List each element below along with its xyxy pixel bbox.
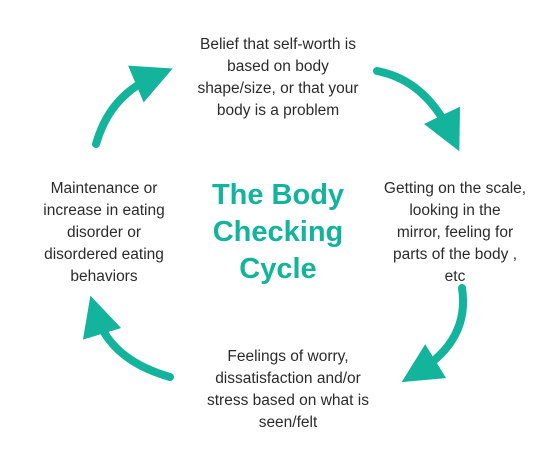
node-text-line: stress based on what is: [207, 392, 369, 409]
arrow-bottom-right: [401, 284, 467, 383]
title-line: The Body: [211, 179, 345, 211]
node-text-line: Maintenance or: [50, 180, 158, 197]
node-text-line: mirror, feeling for: [396, 224, 514, 241]
title-line: Cycle: [239, 253, 317, 285]
node-text-line: parts of the body ,: [392, 246, 518, 263]
node-worry-feelings: Feelings of worry, dissatisfaction and/o…: [188, 346, 388, 434]
arrow-top-right: [373, 67, 460, 152]
diagram-title: The Body Checking Cycle: [180, 177, 376, 288]
node-text-line: disordered eating: [44, 246, 164, 263]
node-text-line: behaviors: [70, 268, 138, 285]
node-text-line: dissatisfaction and/or: [215, 370, 361, 387]
node-text-line: increase in eating: [43, 202, 165, 219]
node-text-line: based on body: [227, 58, 329, 75]
node-checking-behaviors: Getting on the scale, looking in the mir…: [360, 178, 550, 288]
node-text-line: disorder or: [66, 224, 142, 241]
node-text-line: shape/size, or that your: [197, 80, 359, 97]
title-line: Checking: [212, 216, 344, 248]
node-self-worth-belief: Belief that self-worth is based on body …: [178, 34, 378, 122]
node-text-line: Getting on the scale,: [383, 180, 527, 197]
node-text-line: etc: [444, 268, 466, 285]
node-text-line: Feelings of worry,: [227, 348, 349, 365]
node-text-line: body is a problem: [216, 102, 340, 119]
node-text-line: Belief that self-worth is: [200, 36, 356, 53]
node-eating-disorder-maintenance: Maintenance or increase in eating disord…: [20, 178, 188, 288]
node-text-line: looking in the: [409, 202, 501, 219]
node-text-line: seen/felt: [258, 414, 318, 431]
arrow-bottom-left: [82, 295, 174, 381]
arrow-top-left: [92, 65, 173, 148]
